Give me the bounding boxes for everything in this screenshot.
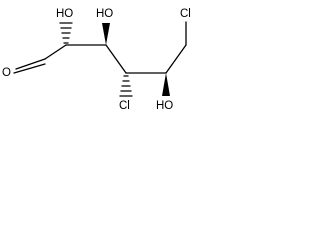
wedge-c5-oh [162,73,170,96]
atom-label-aldehyde-o: O [2,67,11,79]
bond-c1-c2 [44,44,67,60]
structure-svg: O HO HO Cl HO Cl [2,8,191,112]
hashed-wedge-c2-oh [59,22,73,44]
wedge-c3-oh [102,23,110,45]
atom-label-oh-c2: HO [56,8,73,20]
bond-c5-c6 [165,44,187,74]
hashed-wedge-c4-cl [119,75,133,97]
bond-c3-c4 [105,44,127,74]
atom-label-cl-c6: Cl [180,8,191,20]
atom-label-oh-c5: HO [156,100,173,112]
bond-c1-o-double-2 [13,63,46,74]
bond-c1-o-double [15,58,46,70]
structure-canvas: O HO HO Cl HO Cl [0,0,206,120]
atom-label-oh-c3: HO [96,8,113,20]
atom-label-cl-c4: Cl [119,100,130,112]
